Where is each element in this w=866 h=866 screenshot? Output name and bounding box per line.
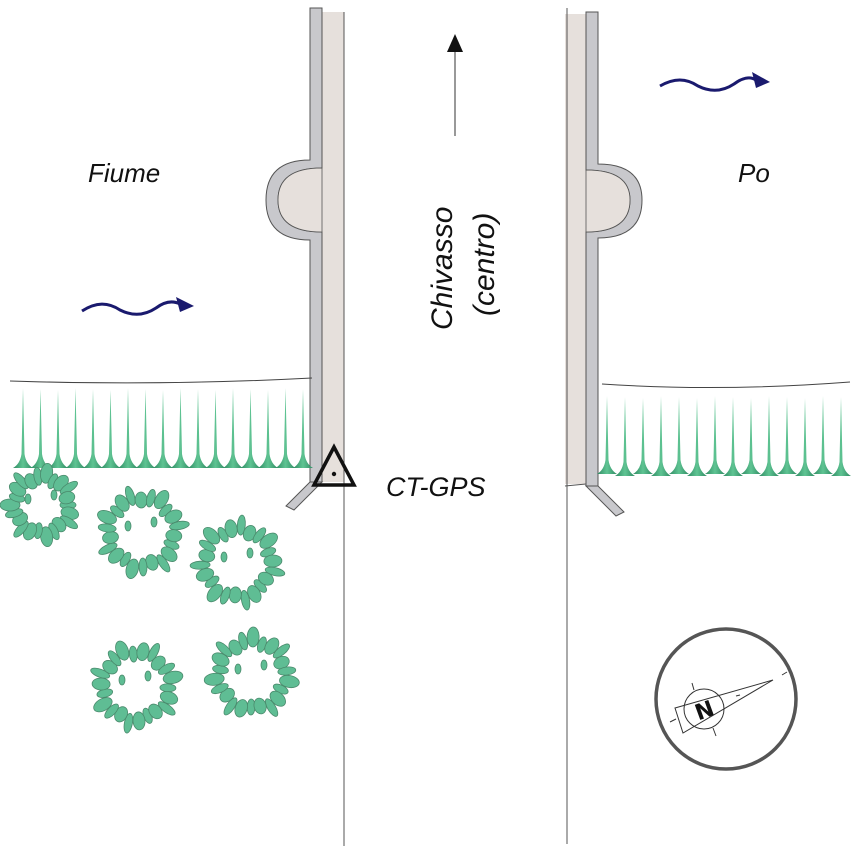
tree (90, 640, 184, 734)
reed (723, 397, 743, 476)
reed (831, 397, 851, 476)
reed (275, 388, 296, 468)
triangle-dot-icon (311, 443, 357, 487)
tree (189, 514, 286, 611)
right-bulge-fill (585, 169, 631, 233)
reed (651, 396, 671, 476)
left-wall-diagonal (285, 481, 324, 511)
right-wall (585, 11, 643, 487)
river-label-left: Fiume (88, 158, 160, 188)
reed (597, 396, 617, 474)
reed (240, 389, 261, 468)
right-wall-diagonal (584, 485, 625, 517)
reed (633, 398, 653, 474)
reed (83, 389, 103, 468)
left-wall (265, 7, 323, 483)
wavy-arrow-icon-left (81, 297, 194, 316)
reed (100, 390, 121, 468)
reed (813, 396, 833, 474)
reed (615, 397, 635, 476)
direction-label: Chivasso (centro) (426, 207, 501, 330)
station-label: CT-GPS (386, 472, 486, 502)
reed (30, 389, 51, 468)
reed (48, 390, 68, 468)
reed (153, 390, 173, 468)
reed (13, 388, 33, 468)
tree (203, 626, 300, 718)
reed (669, 397, 689, 474)
left-embankment (265, 7, 345, 846)
right-road-strip (565, 14, 587, 484)
reed (687, 398, 707, 476)
reed (170, 388, 191, 468)
reed (777, 397, 797, 474)
left-bank-line (9, 377, 313, 384)
reed (705, 396, 725, 474)
reed-row-left (13, 388, 313, 468)
tree-group (0, 462, 300, 734)
reed (258, 390, 278, 468)
left-road-strip (322, 12, 344, 482)
reed (293, 389, 313, 468)
reed (759, 396, 779, 476)
right-embankment (564, 8, 643, 844)
direction-label-line1: Chivasso (426, 207, 459, 330)
reed-row-right (597, 396, 851, 476)
right-bank-line (601, 381, 851, 389)
reed (135, 389, 156, 468)
river-label-right: Po (738, 158, 770, 188)
wavy-arrow-icon-right (659, 72, 770, 92)
reed (205, 390, 226, 468)
reed (118, 388, 138, 468)
reed (741, 398, 761, 474)
compass-icon: N (654, 627, 798, 771)
left-bulge-fill (277, 167, 323, 233)
direction-label-line2: (centro) (468, 213, 501, 316)
reed (223, 388, 243, 468)
reed (795, 398, 815, 476)
tree (0, 462, 80, 548)
reed (188, 389, 208, 468)
reed (65, 388, 86, 468)
arrow-up-icon (447, 34, 463, 136)
right-road-end-line (564, 483, 587, 487)
tree (97, 485, 190, 579)
